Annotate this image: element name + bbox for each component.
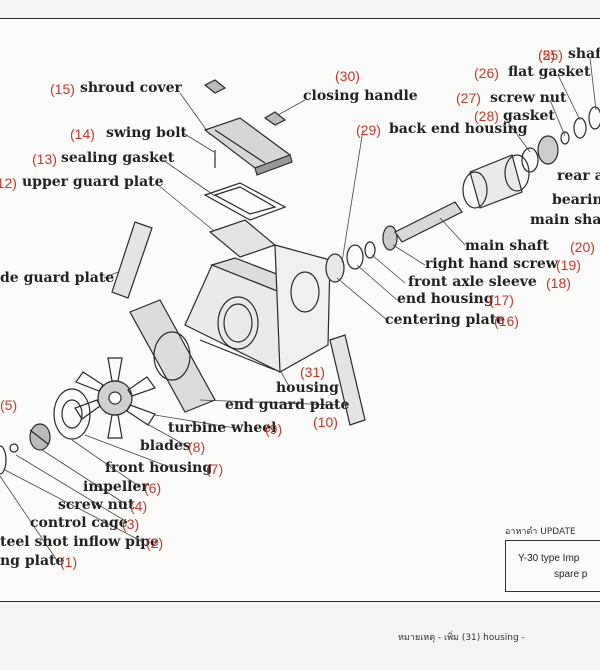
part-number-8: (8) xyxy=(188,439,206,455)
part-label-upper-guard-plate: upper guard plate xyxy=(22,174,164,190)
housing-part xyxy=(184,244,331,374)
centering-plate-part xyxy=(325,253,345,283)
part-label-turbine-wheel: turbine wheel xyxy=(168,420,277,436)
part-label-swing-bolt: swing bolt xyxy=(106,125,188,141)
part-number-6: (6) xyxy=(144,480,162,496)
handwritten-bottom-note: หมายเหตุ - เพิ่ม (31) housing - xyxy=(398,633,525,643)
screw-nut-part xyxy=(9,443,19,453)
shaft-end-part xyxy=(588,106,600,130)
part-number-19: (19) xyxy=(556,257,581,273)
part-number-20: (20) xyxy=(570,239,595,255)
part-number-13: (13) xyxy=(32,151,57,167)
part-number-27: (27) xyxy=(456,90,481,106)
part-number-28: (28) xyxy=(474,108,499,124)
sealing-gasket-part xyxy=(203,182,287,221)
part-number-10: (10) xyxy=(313,414,338,430)
right-hand-screw-part xyxy=(382,225,398,251)
part-label-rear-axle: rear a xyxy=(557,168,600,184)
part-label-end-guard-plate: end guard plate xyxy=(225,397,350,413)
part-label-inflow-pipe: teel shot inflow pipe xyxy=(0,534,159,550)
part-number-26: (26) xyxy=(474,65,499,81)
end-guard-opening xyxy=(153,331,191,381)
part-number-14: (14) xyxy=(70,126,95,142)
part-label-centering-plate: centering plate xyxy=(385,312,506,328)
part-label-impeller: impeller xyxy=(83,479,149,495)
part-label-main-shaft: main shaft xyxy=(465,238,549,254)
part-number-9: (9) xyxy=(265,421,283,437)
title-line-2: spare p xyxy=(554,569,588,580)
title-line-1: Y-30 type Imp xyxy=(518,553,580,564)
part-label-screw-nut-4: screw nut xyxy=(58,497,135,513)
title-block: Y-30 type Imp spare p xyxy=(505,540,600,592)
leader-lines xyxy=(0,57,597,563)
part-label-bearing: bearing xyxy=(552,192,600,208)
part-label-blades: blades xyxy=(140,438,191,454)
front-housing-part xyxy=(53,388,91,440)
part-number-15: (15) xyxy=(50,81,75,97)
part-label-closing-handle: closing handle xyxy=(303,88,418,104)
back-end-housing-part xyxy=(462,154,530,209)
handwritten-update-note: อาหาดำ UPDATE xyxy=(505,527,576,537)
part-label-right-hand-screw: right hand screw xyxy=(425,256,558,272)
part-label-sealing-gasket: sealing gasket xyxy=(61,150,175,166)
part-number-12: (12) xyxy=(0,175,17,191)
main-shaft-part xyxy=(394,201,463,243)
shroud-cover-part xyxy=(203,117,293,176)
turbine-wheel-part xyxy=(74,357,156,439)
part-label-side-guard-plate: de guard plate xyxy=(0,270,115,286)
part-number-30: (30) xyxy=(335,68,360,84)
part-number-29: (29) xyxy=(356,122,381,138)
part-label-shaft: shaf xyxy=(568,46,600,62)
part-number-7: (7) xyxy=(206,461,224,477)
screw-nut-right-part xyxy=(560,131,570,145)
part-number-1: (1) xyxy=(60,554,78,570)
part-number-18: (18) xyxy=(546,275,571,291)
part-label-end-housing: end housing xyxy=(397,291,494,307)
part-label-front-housing: front housing xyxy=(105,460,213,476)
side-guard-plate-part xyxy=(111,221,153,299)
part-number-25: (5) xyxy=(538,47,556,63)
part-number-2: (2) xyxy=(146,535,164,551)
part-label-housing: housing xyxy=(276,380,339,396)
flat-gasket-part xyxy=(573,117,587,139)
part-number-25b: (25) xyxy=(538,47,563,63)
gasket-part xyxy=(521,147,539,173)
part-label-control-cage: control cage xyxy=(30,515,128,531)
part-number-17: (17) xyxy=(489,292,514,308)
part-number-3: (3) xyxy=(122,516,140,532)
part-label-front-axle-sleeve: front axle sleeve xyxy=(408,274,537,290)
part-label-shroud-cover: shroud cover xyxy=(80,80,182,96)
end-plate-part xyxy=(329,334,366,426)
part-number-4: (4) xyxy=(130,498,148,514)
part-number-5: (5) xyxy=(0,397,18,413)
bearing-part xyxy=(537,135,559,165)
end-housing-part xyxy=(346,244,364,270)
inflow-pipe-part xyxy=(0,445,7,475)
upper-guard-plate-part xyxy=(208,219,277,258)
part-label-main-shaft-partial: main shaf xyxy=(530,212,600,228)
impeller-part xyxy=(29,423,51,451)
closing-handle-part xyxy=(203,79,287,126)
part-label-plate-1: ng plate xyxy=(0,553,65,569)
part-label-screw-nut-27: screw nut xyxy=(490,90,567,106)
part-number-31: (31) xyxy=(300,364,325,380)
part-label-back-end-housing: back end housing xyxy=(389,121,528,137)
part-label-flat-gasket: flat gasket xyxy=(508,64,591,80)
front-axle-sleeve-part xyxy=(364,241,376,259)
part-number-16: (16) xyxy=(494,313,519,329)
part-label-gasket: gasket xyxy=(503,108,555,124)
